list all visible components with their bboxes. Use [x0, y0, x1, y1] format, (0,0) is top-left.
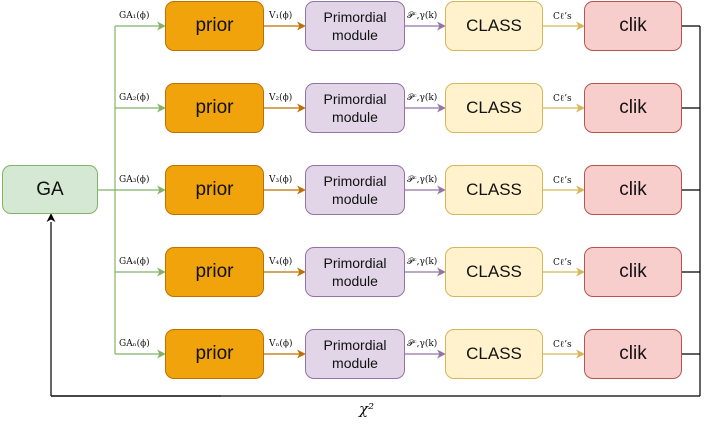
prior-box-3: prior	[165, 165, 264, 215]
class-to-clik-arrowhead	[575, 185, 585, 195]
prior-label: prior	[195, 97, 234, 118]
prior-to-primordial-arrowhead	[296, 21, 306, 31]
power-spectrum-label-3: 𝒫ᶜ,γ(k)	[407, 175, 438, 185]
primordial-label-line1: Primordial	[323, 173, 387, 189]
ga-output-label-n: GAₙ(ϕ)	[119, 339, 150, 349]
primordial-label-line1: Primordial	[323, 91, 387, 107]
primordial-module-box-2: Primordial module	[305, 83, 405, 133]
class-box-1: CLASS	[445, 1, 543, 51]
primordial-label-line1: Primordial	[323, 337, 387, 353]
class-box-2: CLASS	[445, 83, 543, 133]
clik-label: clik	[619, 179, 647, 200]
clik-box-3: clik	[584, 165, 682, 215]
prior-to-primordial-arrowhead	[296, 103, 306, 113]
class-label: CLASS	[466, 344, 522, 363]
class-to-clik-arrowhead	[575, 103, 585, 113]
potential-label-2: V₂(ϕ)	[269, 93, 293, 103]
primordial-label-line2: module	[332, 109, 378, 125]
class-box-n: CLASS	[445, 329, 543, 379]
cls-label-4: Cℓ’s	[553, 258, 572, 268]
primordial-module-box-1: Primordial module	[305, 1, 405, 51]
primordial-label-line2: module	[332, 273, 378, 289]
prior-label: prior	[195, 179, 234, 200]
cls-label-n: Cℓ’s	[553, 340, 572, 350]
prior-to-primordial-arrowhead	[296, 267, 306, 277]
ga-to-prior-arrowhead	[156, 21, 166, 31]
clik-label: clik	[619, 261, 647, 282]
chi-squared-label: χ²	[359, 400, 375, 418]
clik-box-n: clik	[584, 329, 682, 379]
primordial-module-box-3: Primordial module	[305, 165, 405, 215]
ga-box-label: GA	[36, 178, 64, 200]
power-spectrum-label-2: 𝒫ᶜ,γ(k)	[407, 93, 438, 103]
power-spectrum-label-4: 𝒫ᶜ,γ(k)	[407, 257, 438, 267]
ga-to-prior-arrowhead	[156, 185, 166, 195]
clik-label: clik	[619, 97, 647, 118]
potential-label-3: V₃(ϕ)	[269, 175, 293, 185]
primordial-to-class-arrowhead	[436, 185, 446, 195]
prior-label: prior	[195, 15, 234, 36]
class-box-3: CLASS	[445, 165, 543, 215]
primordial-module-box-4: Primordial module	[305, 247, 405, 297]
primordial-label-line1: Primordial	[323, 255, 387, 271]
ga-output-label-2: GA₂(ϕ)	[119, 93, 150, 103]
ga-to-prior-arrowhead	[156, 349, 166, 359]
feedback-arrowhead	[46, 213, 56, 223]
prior-label: prior	[195, 261, 234, 282]
ga-to-prior-arrowhead	[156, 103, 166, 113]
primordial-label-line1: Primordial	[323, 9, 387, 25]
clik-label: clik	[619, 343, 647, 364]
cls-label-3: Cℓ’s	[553, 176, 572, 186]
primordial-module-box-n: Primordial module	[305, 329, 405, 379]
primordial-label-line2: module	[332, 191, 378, 207]
power-spectrum-label-n: 𝒫ᶜ,γ(k)	[407, 339, 438, 349]
class-to-clik-arrowhead	[575, 349, 585, 359]
class-label: CLASS	[466, 262, 522, 281]
class-label: CLASS	[466, 180, 522, 199]
prior-box-1: prior	[165, 1, 264, 51]
primordial-to-class-arrowhead	[436, 349, 446, 359]
cls-label-2: Cℓ’s	[553, 94, 572, 104]
class-to-clik-arrowhead	[575, 267, 585, 277]
primordial-to-class-arrowhead	[436, 21, 446, 31]
class-label: CLASS	[466, 16, 522, 35]
primordial-to-class-arrowhead	[436, 103, 446, 113]
potential-label-1: V₁(ϕ)	[269, 11, 293, 21]
ga-box: GA	[2, 165, 98, 214]
ga-output-label-1: GA₁(ϕ)	[119, 11, 150, 21]
power-spectrum-label-1: 𝒫ᶜ,γ(k)	[407, 11, 438, 21]
prior-box-2: prior	[165, 83, 264, 133]
clik-box-4: clik	[584, 247, 682, 297]
prior-label: prior	[195, 343, 234, 364]
potential-label-n: Vₙ(ϕ)	[269, 339, 293, 349]
primordial-to-class-arrowhead	[436, 267, 446, 277]
primordial-label-line2: module	[332, 27, 378, 43]
class-label: CLASS	[466, 98, 522, 117]
clik-label: clik	[619, 15, 647, 36]
ga-to-prior-arrowhead	[156, 267, 166, 277]
prior-box-n: prior	[165, 329, 264, 379]
prior-to-primordial-arrowhead	[296, 349, 306, 359]
prior-to-primordial-arrowhead	[296, 185, 306, 195]
primordial-label-line2: module	[332, 355, 378, 371]
potential-label-4: V₄(ϕ)	[269, 257, 293, 267]
ga-output-label-4: GA₄(ϕ)	[119, 257, 150, 267]
cls-label-1: Cℓ’s	[553, 12, 572, 22]
ga-output-label-3: GA₃(ϕ)	[119, 175, 150, 185]
class-box-4: CLASS	[445, 247, 543, 297]
clik-box-1: clik	[584, 1, 682, 51]
prior-box-4: prior	[165, 247, 264, 297]
clik-box-2: clik	[584, 83, 682, 133]
class-to-clik-arrowhead	[575, 21, 585, 31]
